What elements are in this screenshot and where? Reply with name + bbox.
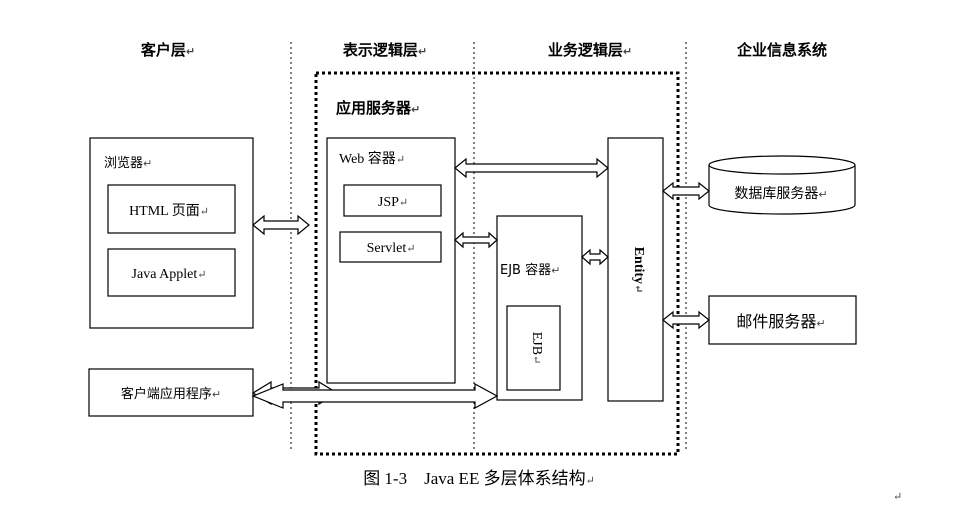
- client-app-label: 客户端应用程序↵: [121, 386, 221, 402]
- database-server-label: 数据库服务器↵: [734, 186, 827, 202]
- ejb-container-label: EJB 容器↵: [500, 262, 560, 278]
- browser-label: 浏览器↵: [104, 155, 152, 171]
- ejb-box: [506, 305, 561, 391]
- entity-box: [607, 137, 664, 402]
- jsp-box: [343, 184, 442, 217]
- ejb-label: EJB↵: [529, 332, 544, 365]
- arrow-entity-mail: [662, 310, 710, 330]
- entity-label: Entity↵: [631, 247, 646, 294]
- arrow-ejb-entity: [581, 248, 609, 266]
- servlet-box: [339, 231, 442, 263]
- app-server-label: 应用服务器↵: [336, 99, 420, 117]
- arrow-entity-database: [662, 181, 710, 201]
- arrow-client-app-ejb: [251, 382, 499, 410]
- java-applet-box: [107, 248, 236, 297]
- arrow-web-ejb: [454, 231, 498, 249]
- java-applet-label: Java Applet↵: [132, 267, 207, 282]
- mail-server-label: 邮件服务器↵: [736, 312, 825, 331]
- html-page-label: HTML 页面↵: [129, 204, 209, 219]
- mail-server-box: [708, 295, 857, 345]
- html-page-box: [107, 184, 236, 234]
- web-container-label: Web 容器↵: [339, 150, 405, 167]
- client-app-box: [88, 368, 254, 417]
- app-server-boundary: [314, 71, 680, 456]
- layer-heading-presentation: 表示逻辑层↵: [343, 41, 427, 59]
- arrow-web-entity: [454, 157, 609, 179]
- servlet-label: Servlet↵: [367, 241, 416, 256]
- jsp-label: JSP↵: [378, 195, 408, 210]
- arrow-browser-web: [252, 214, 310, 236]
- trailing-paragraph-mark: ↵: [893, 491, 902, 503]
- figure-caption: 图 1-3 Java EE 多层体系结构↵: [363, 469, 595, 488]
- database-server-cylinder: [708, 155, 856, 215]
- layer-heading-business: 业务逻辑层↵: [548, 41, 632, 59]
- layer-heading-enterprise: 企业信息系统: [736, 41, 827, 59]
- layer-heading-client: 客户层↵: [140, 41, 195, 59]
